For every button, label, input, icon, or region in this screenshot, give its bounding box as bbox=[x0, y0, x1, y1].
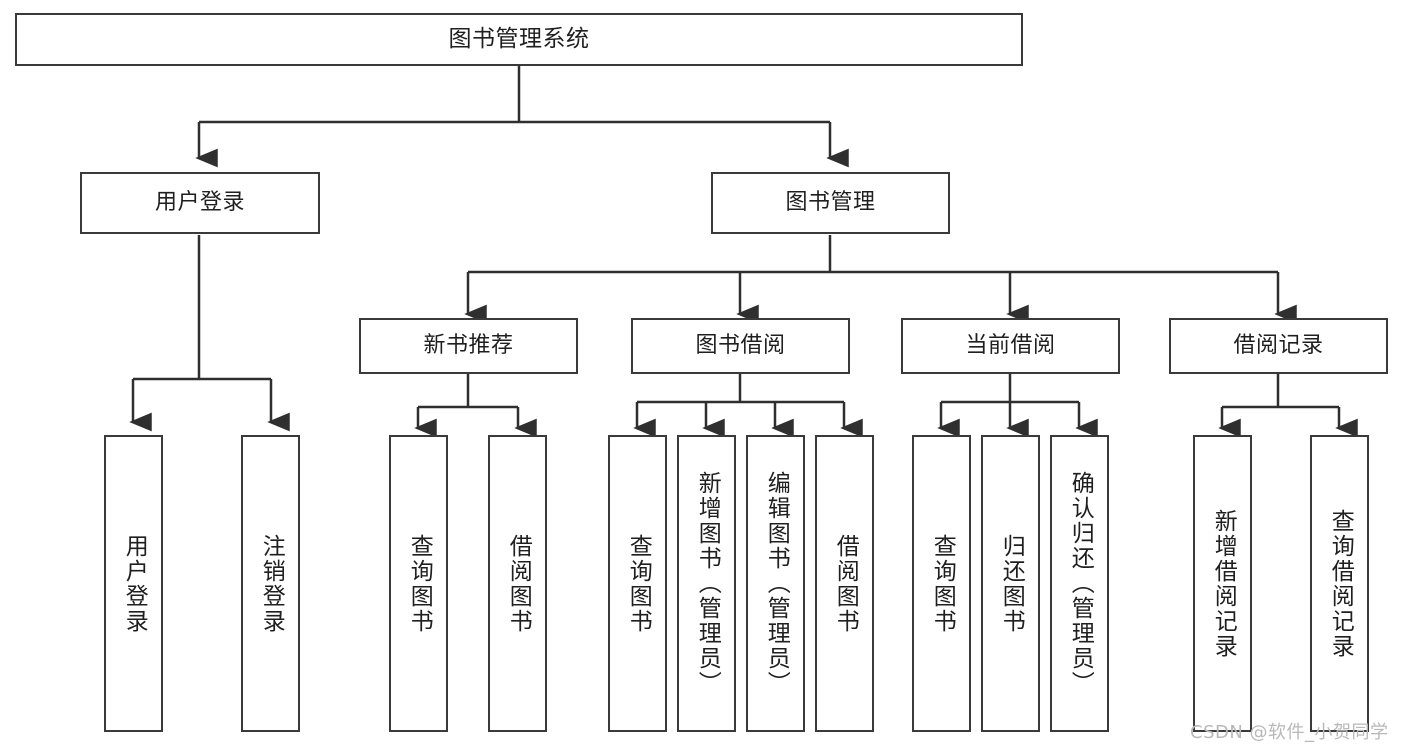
node-label: 确认归还（管理员） bbox=[1067, 471, 1094, 696]
node-label: 当前借阅 bbox=[965, 333, 1056, 359]
node-label: 图书管理系统 bbox=[448, 25, 590, 52]
leaf-user-login-login[interactable]: 用户登录 bbox=[104, 435, 163, 732]
node-label: 图书借阅 bbox=[695, 333, 786, 359]
node-label: 图书管理 bbox=[785, 190, 876, 216]
leaf-borrow-record-query-record[interactable]: 查询借阅记录 bbox=[1310, 435, 1369, 732]
node-label: 借阅图书 bbox=[505, 533, 532, 634]
node-label: 编辑图书（管理员） bbox=[763, 471, 790, 696]
node-label: 用户登录 bbox=[121, 533, 148, 634]
node-label: 借阅记录 bbox=[1233, 333, 1324, 359]
node-label: 新增图书（管理员） bbox=[694, 471, 721, 696]
watermark-csdn: CSDN @软件_小贺同学 bbox=[1190, 722, 1389, 743]
node-borrow-record[interactable]: 借阅记录 bbox=[1169, 318, 1388, 374]
node-user-login[interactable]: 用户登录 bbox=[80, 172, 320, 234]
leaf-new-book-query-book[interactable]: 查询图书 bbox=[389, 435, 448, 732]
node-label: 新书推荐 bbox=[423, 333, 514, 359]
node-book-borrow[interactable]: 图书借阅 bbox=[631, 318, 850, 374]
leaf-current-borrow-return-book[interactable]: 归还图书 bbox=[981, 435, 1040, 732]
leaf-current-borrow-confirm-return-admin[interactable]: 确认归还（管理员） bbox=[1050, 435, 1109, 732]
leaf-book-borrow-query-book[interactable]: 查询图书 bbox=[608, 435, 667, 732]
leaf-book-borrow-edit-book-admin[interactable]: 编辑图书（管理员） bbox=[746, 435, 805, 732]
leaf-book-borrow-add-book-admin[interactable]: 新增图书（管理员） bbox=[677, 435, 736, 732]
node-label: 用户登录 bbox=[154, 190, 245, 216]
node-label: 查询图书 bbox=[625, 533, 652, 634]
leaf-user-login-logout[interactable]: 注销登录 bbox=[241, 435, 300, 732]
node-label: 查询借阅记录 bbox=[1327, 508, 1354, 659]
leaf-borrow-record-add-record[interactable]: 新增借阅记录 bbox=[1193, 435, 1252, 732]
leaf-current-borrow-query-book[interactable]: 查询图书 bbox=[912, 435, 971, 732]
node-current-borrow[interactable]: 当前借阅 bbox=[901, 318, 1120, 374]
node-label: 借阅图书 bbox=[832, 533, 859, 634]
node-label: 注销登录 bbox=[258, 533, 285, 634]
leaf-book-borrow-borrow-book[interactable]: 借阅图书 bbox=[815, 435, 874, 732]
node-root-book-management-system[interactable]: 图书管理系统 bbox=[15, 13, 1023, 66]
node-label: 新增借阅记录 bbox=[1210, 508, 1237, 659]
node-label: 查询图书 bbox=[406, 533, 433, 634]
node-new-book-recommend[interactable]: 新书推荐 bbox=[359, 318, 578, 374]
leaf-new-book-borrow-book[interactable]: 借阅图书 bbox=[488, 435, 547, 732]
node-label: 查询图书 bbox=[929, 533, 956, 634]
node-label: 归还图书 bbox=[998, 533, 1025, 634]
node-book-management[interactable]: 图书管理 bbox=[711, 172, 950, 234]
